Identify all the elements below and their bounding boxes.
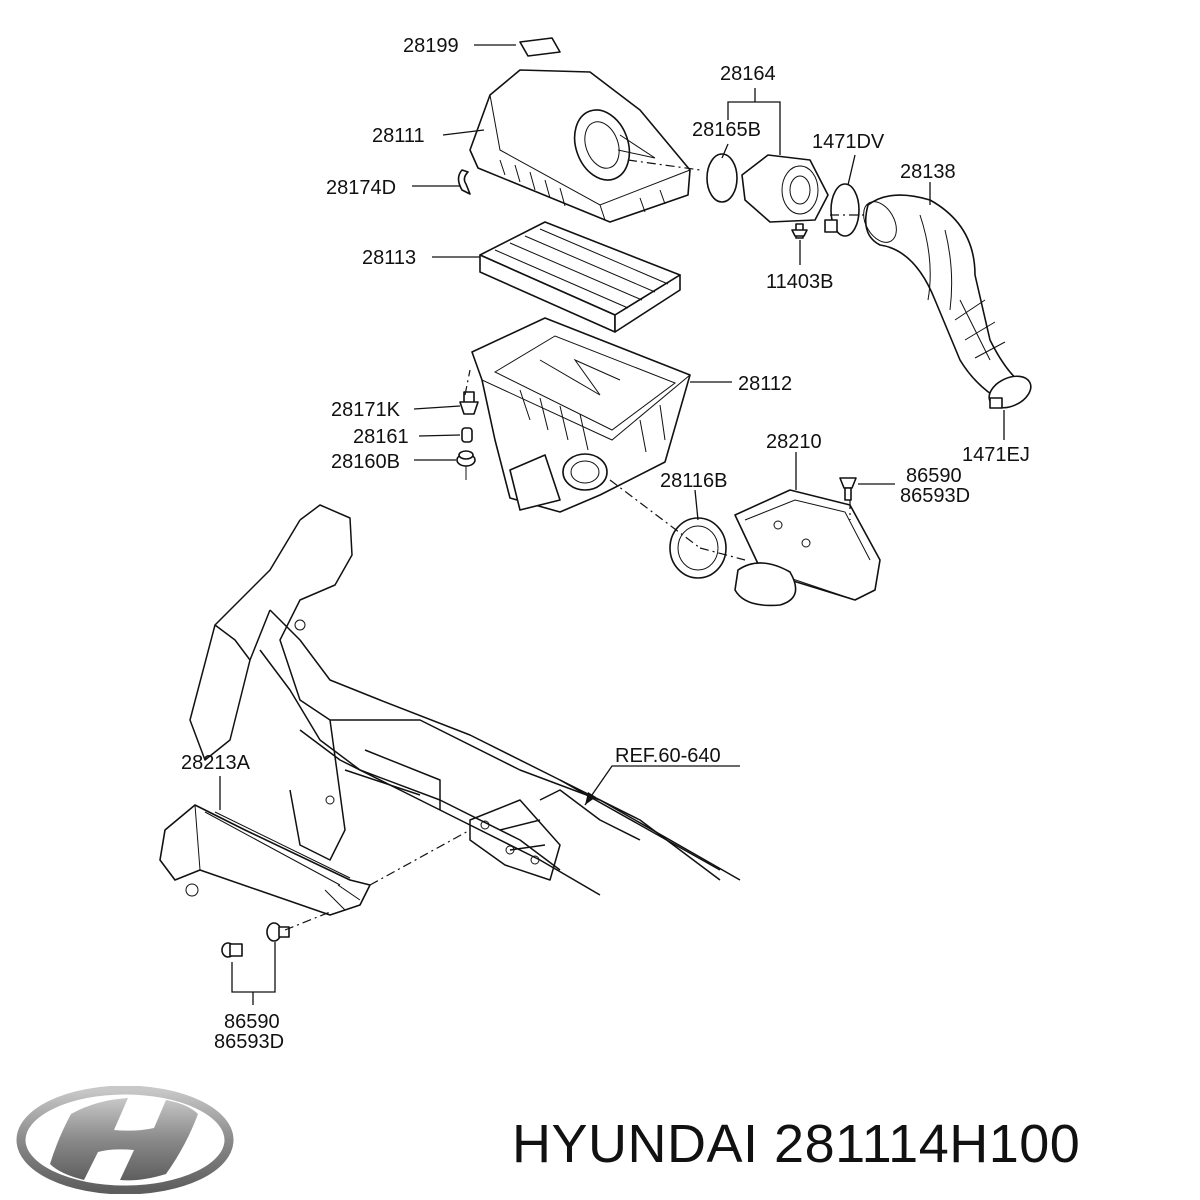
callout-28174D: 28174D [326, 177, 396, 199]
callout-11403B: 11403B [766, 271, 833, 293]
part-28213A-bracket [159, 804, 371, 916]
part-28165B-o-ring [706, 153, 738, 203]
part-1471DV-hose-clamp [824, 183, 860, 237]
body-frame-front-cross-member [189, 504, 741, 896]
callout-86593D-lower: 86593D [214, 1031, 284, 1053]
callout-86590-upper: 86590 [906, 465, 962, 487]
part-number: 281114H100 [774, 1114, 1081, 1174]
part-28199-label-sticker [519, 37, 561, 57]
callout-28165B: 28165B [692, 119, 761, 141]
part-28112-air-cleaner-body [471, 317, 691, 513]
callout-1471EJ: 1471EJ [962, 444, 1030, 466]
hyundai-logo [16, 1086, 234, 1194]
callout-28213A: 28213A [181, 752, 251, 774]
part-28160B-grommet [456, 450, 476, 480]
callout-28171K: 28171K [331, 399, 401, 421]
callout-86593D-upper: 86593D [900, 485, 970, 507]
leader-lines [219, 44, 1005, 1005]
part-86593D-bolt-lower [221, 942, 243, 958]
part-28161-bushing [461, 427, 473, 443]
part-11403B-screw [791, 223, 808, 239]
assembly-center-lines [284, 159, 865, 931]
part-28171K-bolt [459, 391, 479, 415]
part-28138-intake-hose [863, 194, 1021, 401]
callout-1471DV: 1471DV [812, 131, 885, 153]
part-28113-air-filter [479, 221, 681, 333]
callout-28160B: 28160B [331, 451, 400, 473]
callout-28113: 28113 [362, 247, 416, 269]
callout-28199: 28199 [403, 35, 459, 57]
part-1471EJ-hose-clamp [988, 375, 1032, 409]
callout-ref-60-640: REF.60-640 [615, 745, 721, 767]
callout-28116B: 28116B [660, 470, 727, 492]
part-28174D-clip [457, 169, 471, 195]
part-28164-air-flow-sensor [741, 154, 829, 223]
part-caption: HYUNDAI 281114H100 [512, 1104, 1192, 1184]
part-86590-clip-lower [266, 922, 290, 942]
callout-28164: 28164 [720, 63, 776, 85]
callout-86590-lower: 86590 [224, 1011, 280, 1033]
part-28210-air-duct [734, 489, 881, 607]
brand-name: HYUNDAI [512, 1114, 759, 1174]
callout-28112: 28112 [738, 373, 792, 395]
callout-28138: 28138 [900, 161, 956, 183]
part-28111-air-cleaner-cover [469, 69, 691, 223]
callout-28111: 28111 [372, 125, 425, 147]
callout-labels: 28199 28111 28174D 28113 28164 28165B 14… [181, 35, 1030, 1053]
callout-28161: 28161 [353, 426, 409, 448]
part-86590-screw-upper [839, 477, 857, 501]
part-28116B-seal-ring [669, 517, 727, 579]
callout-28210: 28210 [766, 431, 822, 453]
